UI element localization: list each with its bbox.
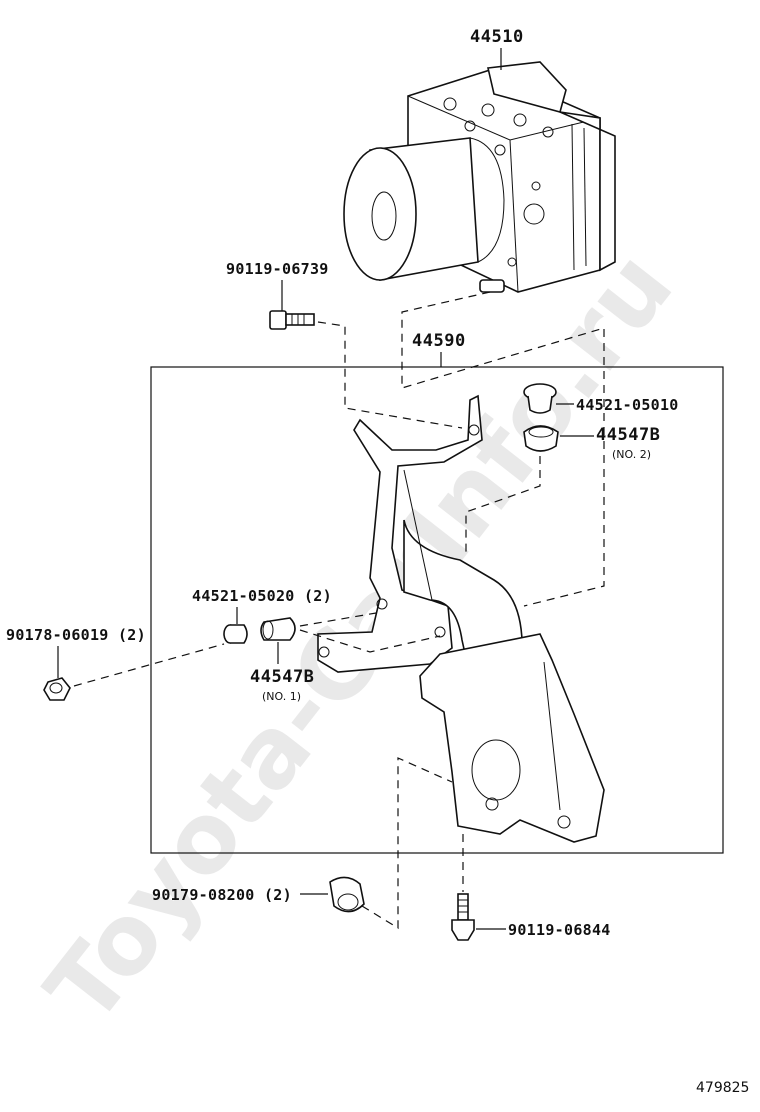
label-cushion-left: 44547B xyxy=(250,667,314,687)
label-bolt-bottom: 90119-06844 xyxy=(508,921,611,939)
collar-left-icon xyxy=(223,624,248,644)
label-cushion-right: 44547B xyxy=(596,425,660,445)
label-nut-bottom: 90179-08200 (2) xyxy=(152,886,292,904)
label-abs-actuator: 44510 xyxy=(470,27,524,47)
diagram-number: 479825 xyxy=(696,1080,749,1096)
label-cushion-right-note: (NO. 2) xyxy=(612,448,651,461)
bracket-drawing xyxy=(317,394,605,843)
label-collar-left: 44521-05020 (2) xyxy=(192,587,332,605)
label-bolt-top: 90119-06739 xyxy=(226,260,329,278)
bracket-group-frame xyxy=(150,366,724,854)
bolt-top-icon xyxy=(269,310,315,330)
collar-right-icon xyxy=(523,383,557,414)
nut-left-icon xyxy=(43,677,71,701)
nut-bottom-icon xyxy=(329,876,365,913)
label-collar-right: 44521-05010 xyxy=(576,396,679,414)
cushion-left-icon xyxy=(260,617,296,641)
abs-actuator-drawing xyxy=(343,61,616,293)
bolt-bottom-icon xyxy=(451,893,475,941)
label-nut-left: 90178-06019 (2) xyxy=(6,626,146,644)
label-cushion-left-note: (NO. 1) xyxy=(262,690,301,703)
label-bracket-assy: 44590 xyxy=(412,331,466,351)
cushion-right-icon xyxy=(523,425,559,452)
